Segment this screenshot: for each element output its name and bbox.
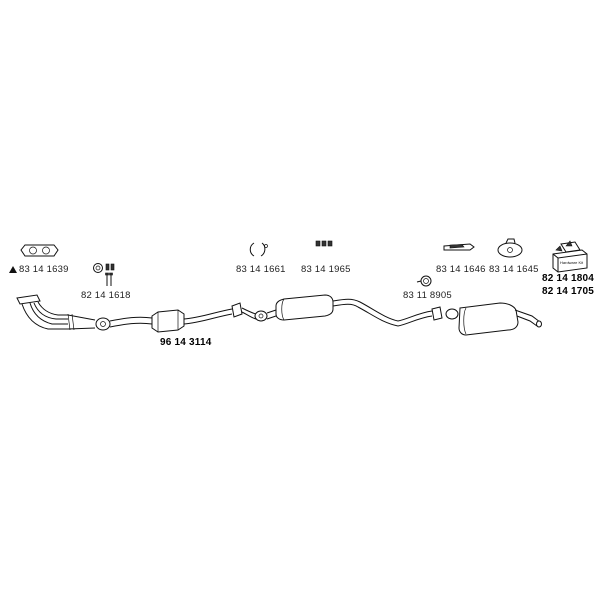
- part-number-label: 82 14 1705: [542, 286, 595, 297]
- hanger-rubber-icon[interactable]: [497, 238, 523, 258]
- bolt-pair-icon[interactable]: [105, 272, 113, 286]
- part-number-label: 83 14 1965: [301, 264, 351, 275]
- new-part-triangle-icon: [9, 266, 17, 273]
- spring-clip-icon[interactable]: [249, 242, 268, 257]
- nut-pair-icon[interactable]: [315, 240, 333, 247]
- pipe-flange-joint-icon[interactable]: [231, 302, 277, 322]
- part-number-label: 82 14 1804: [542, 273, 595, 284]
- pipe-clamp-icon[interactable]: [416, 275, 432, 287]
- rear-muffler-icon[interactable]: [431, 302, 542, 336]
- part-number-label: 83 14 1661: [236, 264, 286, 275]
- part-number-label: 83 11 8905: [403, 290, 452, 301]
- kit-box-text: Hardware Kit: [560, 260, 584, 265]
- clamp-ring-icon[interactable]: [93, 263, 115, 273]
- flange-gasket-icon[interactable]: [20, 244, 59, 257]
- hardware-kit-box-icon[interactable]: Hardware Kit: [552, 240, 588, 273]
- catalytic-converter-icon[interactable]: [151, 308, 233, 333]
- front-pipe-icon[interactable]: [16, 294, 96, 331]
- intermediate-pipe-icon[interactable]: [95, 316, 153, 331]
- part-number-label: 82 14 1618: [81, 290, 131, 301]
- part-number-label: 83 14 1639: [19, 264, 69, 275]
- part-number-label: 83 14 1646: [436, 264, 486, 275]
- part-number-label: 96 14 3114: [160, 337, 212, 348]
- part-number-label: 83 14 1645: [489, 264, 539, 275]
- mounting-rubber-icon[interactable]: [443, 243, 475, 251]
- middle-muffler-icon[interactable]: [275, 294, 433, 327]
